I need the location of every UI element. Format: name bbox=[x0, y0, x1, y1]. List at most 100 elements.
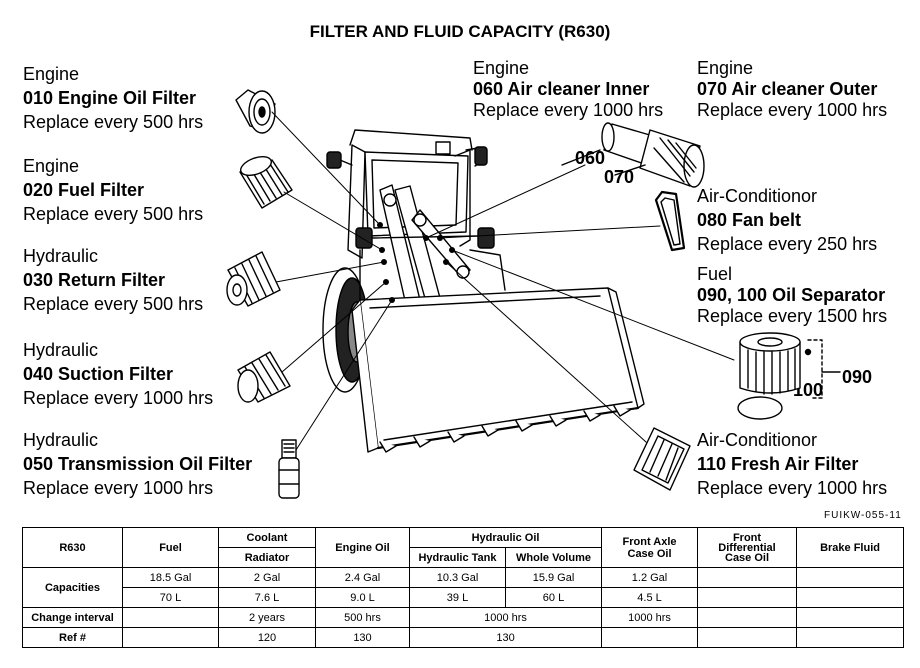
callout-interval: Replace every 1000 hrs bbox=[23, 388, 214, 408]
cell-change-radiator: 2 years bbox=[218, 607, 316, 628]
header-line: Front Axle bbox=[622, 535, 677, 548]
callout-fresh-air-filter: Air-Conditionor 110 Fresh Air Filter Rep… bbox=[697, 428, 887, 500]
callout-name: 030 Return Filter bbox=[23, 270, 166, 290]
callout-name: 070 Air cleaner Outer bbox=[697, 79, 878, 99]
cell-ref-front-diff bbox=[697, 627, 798, 648]
bucket-icon bbox=[351, 287, 645, 453]
row-label-capacities: Capacities bbox=[22, 567, 123, 608]
oil-filter-icon bbox=[235, 89, 276, 134]
oil-separator-icon bbox=[737, 332, 841, 420]
cell-hydraulic-tank-gal: 10.3 Gal bbox=[409, 567, 506, 588]
callout-oil-separator: Fuel 090, 100 Oil Separator Replace ever… bbox=[697, 264, 887, 327]
header-hydraulic-oil: Hydraulic Oil bbox=[408, 527, 603, 548]
cell-change-engine-oil: 500 hrs bbox=[315, 607, 410, 628]
header-line: Differential bbox=[718, 541, 776, 554]
callout-category: Hydraulic bbox=[23, 340, 99, 360]
callout-category: Engine bbox=[697, 58, 754, 78]
callout-interval: Replace every 500 hrs bbox=[23, 112, 204, 132]
cell-front-axle-gal: 1.2 Gal bbox=[601, 567, 699, 588]
fan-belt-icon bbox=[654, 190, 686, 252]
header-model: R630 bbox=[22, 527, 123, 568]
cell-brake-l bbox=[796, 587, 905, 608]
capacity-table: R630 Fuel Coolant Engine Oil Hydraulic O… bbox=[22, 527, 905, 648]
suction-filter-icon bbox=[237, 351, 291, 403]
label-070: 070 bbox=[604, 167, 635, 187]
callout-name: 110 Fresh Air Filter bbox=[697, 454, 859, 474]
callout-category: Fuel bbox=[697, 264, 733, 284]
header-coolant: Coolant bbox=[218, 527, 316, 548]
cell-ref-hydraulic: 130 bbox=[408, 627, 603, 648]
cell-ref-brake bbox=[796, 627, 905, 648]
callout-suction-filter: Hydraulic 040 Suction Filter Replace eve… bbox=[23, 338, 213, 410]
callout-category: Engine bbox=[23, 156, 80, 176]
cell-change-front-diff bbox=[697, 607, 798, 628]
cell-fuel-l: 70 L bbox=[122, 587, 219, 608]
header-line: Front bbox=[732, 531, 762, 544]
air-cleaner-icon bbox=[561, 122, 705, 188]
callout-interval: Replace every 500 hrs bbox=[23, 294, 204, 314]
cell-front-axle-l: 4.5 L bbox=[601, 587, 699, 608]
header-radiator: Radiator bbox=[218, 547, 316, 568]
callout-interval: Replace every 1000 hrs bbox=[23, 478, 214, 498]
callout-name: 060 Air cleaner Inner bbox=[473, 79, 650, 99]
callout-fan-belt: Air-Conditionor 080 Fan belt Replace eve… bbox=[697, 184, 877, 256]
cell-change-front-axle: 1000 hrs bbox=[601, 607, 699, 628]
header-front-differential: Front Differential Case Oil bbox=[697, 527, 798, 568]
cell-ref-fuel bbox=[122, 627, 219, 648]
cell-engine-oil-gal: 2.4 Gal bbox=[315, 567, 410, 588]
fresh-air-filter-icon bbox=[633, 427, 691, 491]
cell-change-brake bbox=[796, 607, 905, 628]
cell-ref-front-axle bbox=[601, 627, 699, 648]
cell-change-hydraulic: 1000 hrs bbox=[408, 607, 603, 628]
label-060: 060 bbox=[575, 148, 606, 168]
callout-return-filter: Hydraulic 030 Return Filter Replace ever… bbox=[23, 244, 203, 316]
fuel-filter-icon bbox=[239, 156, 293, 209]
cell-radiator-gal: 2 Gal bbox=[218, 567, 316, 588]
callout-category: Hydraulic bbox=[23, 246, 99, 266]
callout-interval: Replace every 1000 hrs bbox=[697, 100, 888, 120]
header-front-axle: Front Axle Case Oil bbox=[601, 527, 699, 568]
callout-transmission-oil-filter: Hydraulic 050 Transmission Oil Filter Re… bbox=[23, 428, 252, 500]
callout-air-cleaner-outer: Engine 070 Air cleaner Outer Replace eve… bbox=[697, 58, 887, 121]
callout-category: Engine bbox=[473, 58, 530, 78]
callout-interval: Replace every 250 hrs bbox=[697, 234, 878, 254]
callout-category: Hydraulic bbox=[23, 430, 99, 450]
callout-air-cleaner-inner: Engine 060 Air cleaner Inner Replace eve… bbox=[473, 58, 663, 121]
cell-ref-engine-oil: 130 bbox=[315, 627, 410, 648]
cell-whole-volume-l: 60 L bbox=[504, 587, 603, 608]
callout-interval: Replace every 1000 hrs bbox=[697, 478, 888, 498]
callout-interval: Replace every 1000 hrs bbox=[473, 100, 664, 120]
callout-name: 080 Fan belt bbox=[697, 210, 802, 230]
cell-engine-oil-l: 9.0 L bbox=[315, 587, 410, 608]
cell-hydraulic-tank-l: 39 L bbox=[409, 587, 506, 608]
callout-name: 020 Fuel Filter bbox=[23, 180, 145, 200]
header-line: Case Oil bbox=[627, 547, 672, 560]
header-brake-fluid: Brake Fluid bbox=[796, 527, 905, 568]
label-090: 090 bbox=[842, 367, 873, 387]
callout-name: 090, 100 Oil Separator bbox=[697, 285, 886, 305]
cell-ref-radiator: 120 bbox=[218, 627, 316, 648]
header-engine-oil: Engine Oil bbox=[315, 527, 410, 568]
callout-fuel-filter: Engine 020 Fuel Filter Replace every 500… bbox=[23, 154, 203, 226]
transmission-filter-icon bbox=[278, 439, 300, 499]
callout-category: Air-Conditionor bbox=[697, 430, 818, 450]
header-fuel: Fuel bbox=[122, 527, 219, 568]
header-line: Case Oil bbox=[725, 551, 770, 564]
figure-code: FUIKW-055-11 bbox=[824, 510, 902, 521]
cell-brake-gal bbox=[796, 567, 905, 588]
cell-whole-volume-gal: 15.9 Gal bbox=[504, 567, 603, 588]
callout-category: Air-Conditionor bbox=[697, 186, 818, 206]
cell-fuel-gal: 18.5 Gal bbox=[122, 567, 219, 588]
callout-name: 010 Engine Oil Filter bbox=[23, 88, 197, 108]
callout-category: Engine bbox=[23, 64, 80, 84]
boom-icon bbox=[355, 184, 506, 311]
cell-radiator-l: 7.6 L bbox=[218, 587, 316, 608]
leader-lines bbox=[271, 111, 735, 451]
cell-front-diff-l bbox=[697, 587, 798, 608]
row-label-change-interval: Change interval bbox=[22, 607, 123, 628]
loader-diagram bbox=[226, 89, 841, 499]
header-whole-volume: Whole Volume bbox=[504, 547, 603, 568]
page-title: FILTER AND FLUID CAPACITY (R630) bbox=[309, 22, 611, 41]
callout-name: 050 Transmission Oil Filter bbox=[23, 454, 253, 474]
callout-name: 040 Suction Filter bbox=[23, 364, 174, 384]
